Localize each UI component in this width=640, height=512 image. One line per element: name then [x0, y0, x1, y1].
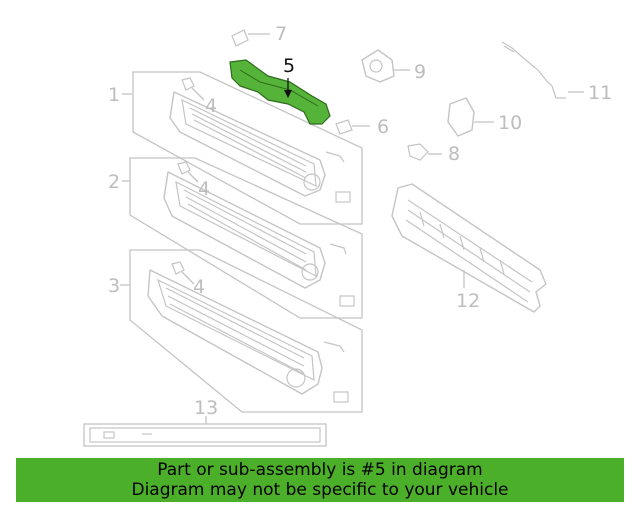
grille-assembly-3: 3 4	[108, 249, 363, 413]
grille-assembly-2: 2 4	[108, 157, 363, 319]
callout-11: 11	[588, 82, 612, 104]
callout-9: 9	[414, 61, 426, 83]
part-10-bracket: 10	[447, 97, 522, 137]
callout-10: 10	[498, 112, 522, 134]
info-banner: Part or sub-assembly is #5 in diagram Di…	[16, 458, 624, 502]
banner-line-2: Diagram may not be specific to your vehi…	[131, 480, 509, 500]
callout-4a: 4	[205, 95, 217, 117]
callout-7: 7	[275, 23, 287, 45]
part-8-clip: 8	[407, 143, 460, 165]
callout-13: 13	[194, 397, 218, 419]
callout-5: 5	[283, 55, 295, 77]
grille-assembly-1: 1 4	[108, 71, 363, 225]
part-9-sensor: 9	[361, 49, 426, 83]
callout-4b: 4	[198, 178, 210, 200]
callout-1: 1	[108, 84, 120, 106]
part-13-trim: 13	[83, 397, 327, 447]
callout-8: 8	[448, 143, 460, 165]
callout-2: 2	[108, 171, 120, 193]
callout-4c: 4	[193, 276, 205, 298]
parts-diagram: 1 4 2 4 3 4	[83, 23, 612, 447]
callout-6: 6	[377, 116, 389, 138]
part-5-bracket: 5	[229, 55, 331, 125]
part-11-harness: 11	[501, 41, 612, 104]
part-12-reinforcement: 12	[391, 183, 547, 313]
callout-3: 3	[108, 275, 120, 297]
part-6-screw: 6	[335, 116, 389, 138]
banner-line-1: Part or sub-assembly is #5 in diagram	[157, 460, 483, 480]
callout-12: 12	[456, 290, 480, 312]
part-7-bolt: 7	[231, 23, 287, 47]
